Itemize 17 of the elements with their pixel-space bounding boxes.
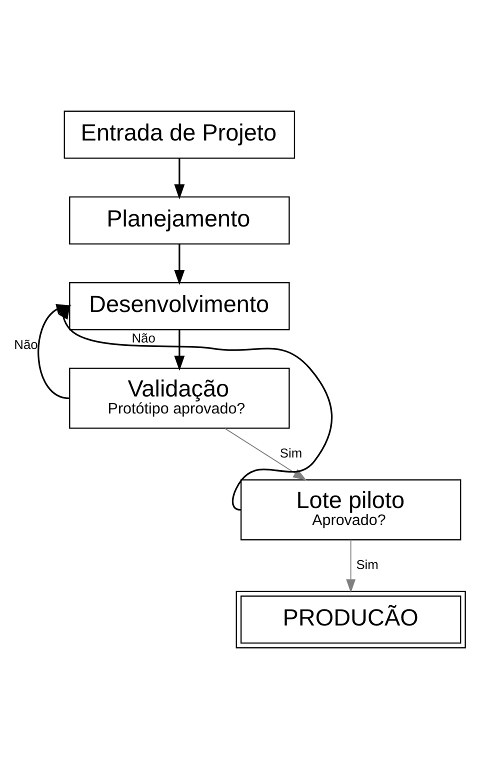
edge-label: Sim	[356, 556, 378, 572]
node-box: PRODUCÃO	[235, 590, 466, 648]
edge-label: Não	[14, 336, 38, 352]
arrow	[174, 243, 184, 285]
node-box: Entrada de Projeto	[63, 110, 295, 158]
arrow	[224, 427, 306, 480]
edge-label: Não	[131, 330, 155, 345]
arrow	[37, 304, 71, 399]
arrow	[174, 329, 184, 370]
arrow	[346, 538, 356, 592]
node-box: Validação Protótipo aprovado?	[68, 367, 290, 428]
node-box: Planejamento	[68, 196, 290, 244]
node-box: Desenvolvimento	[68, 282, 290, 330]
node-box: Lote piloto Aprovado?	[240, 478, 461, 540]
edge-label: Sim	[279, 444, 302, 460]
arrow	[58, 303, 332, 510]
arrow	[174, 158, 184, 199]
